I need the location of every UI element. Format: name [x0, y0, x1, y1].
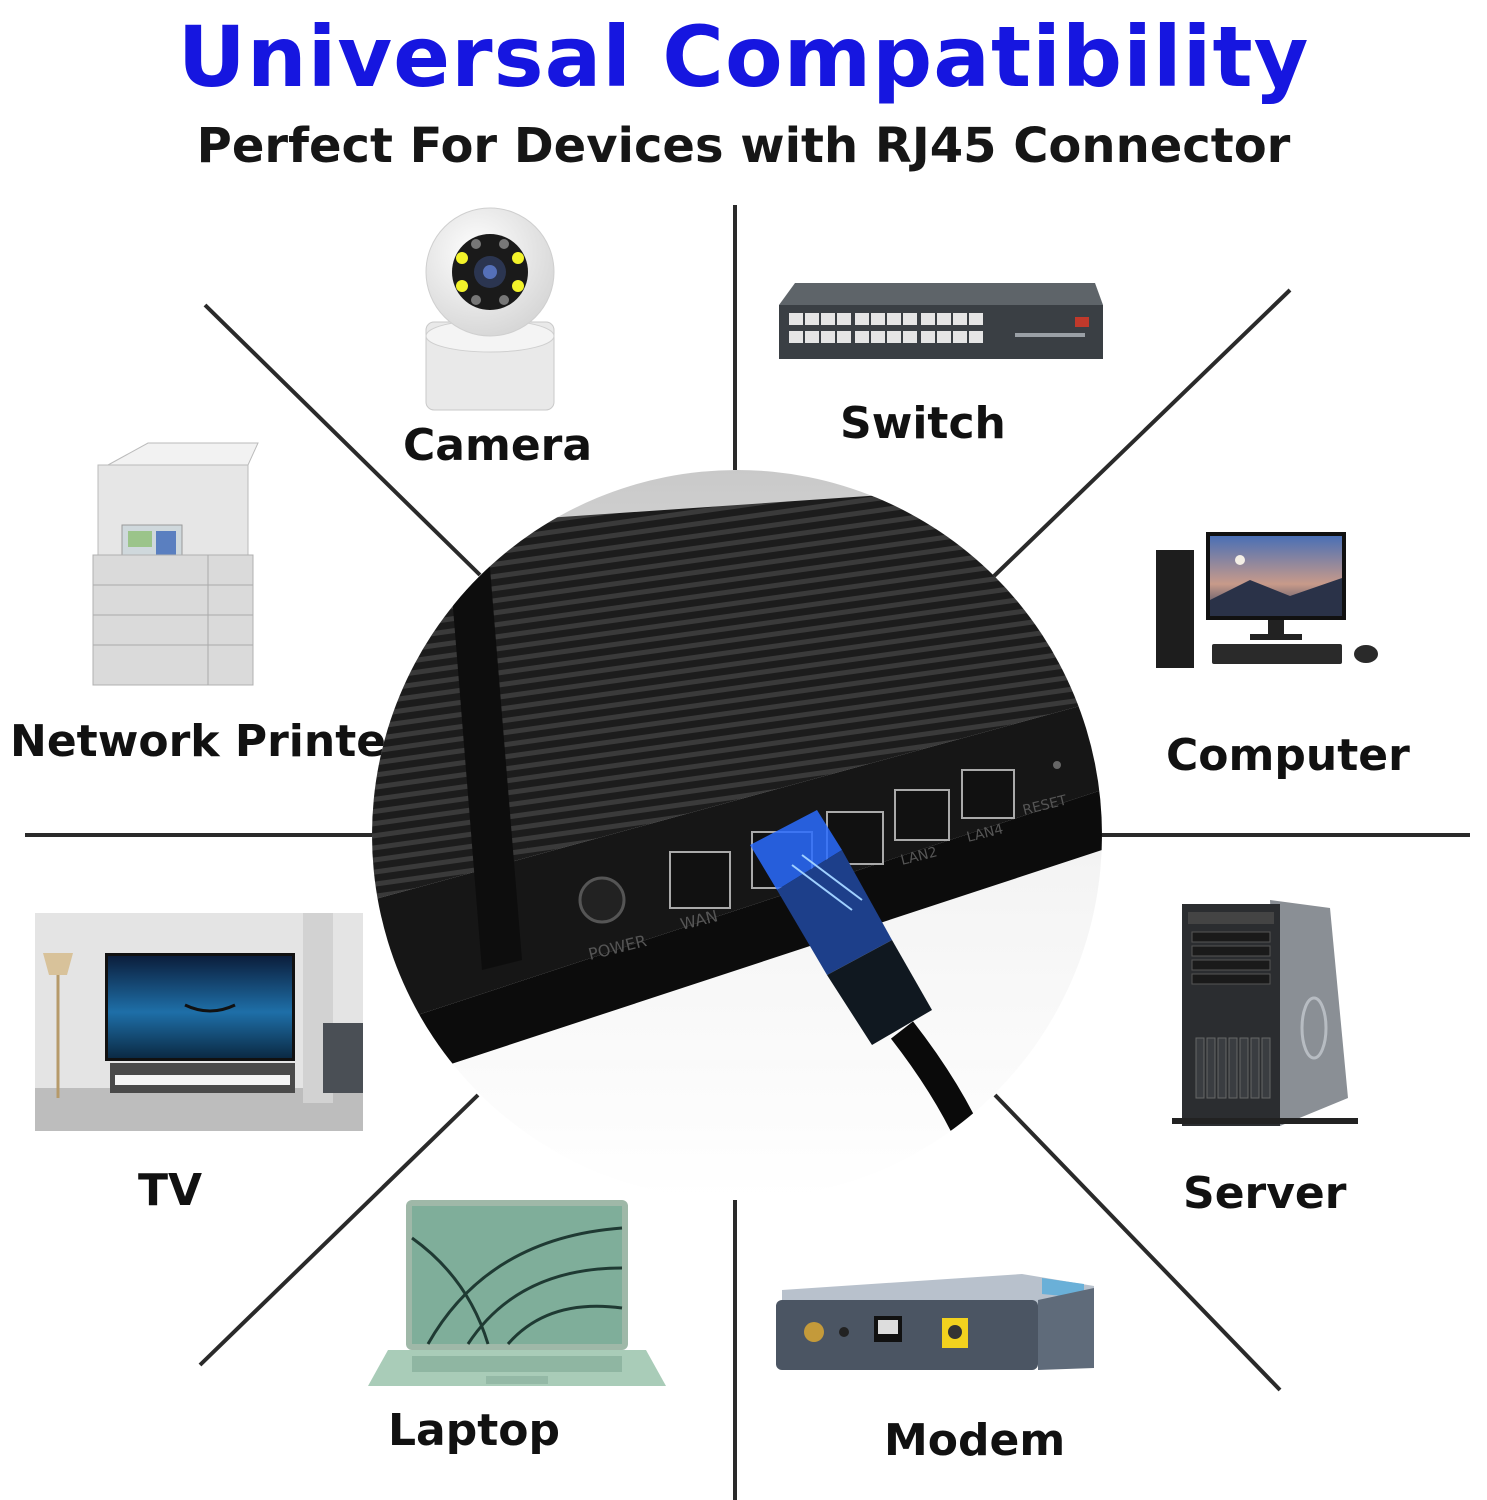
modem-label: Modem	[884, 1415, 1066, 1466]
server-label: Server	[1183, 1168, 1347, 1219]
camera-icon	[425, 207, 555, 411]
page-subtitle: Perfect For Devices with RJ45 Connector	[196, 118, 1291, 174]
server-icon	[1172, 900, 1358, 1126]
divider-bottom-left	[198, 1093, 480, 1367]
laptop-label: Laptop	[388, 1405, 560, 1456]
computer-label: Computer	[1166, 730, 1410, 781]
page-title: Universal Compatibility	[177, 8, 1310, 106]
camera-label: Camera	[403, 420, 593, 471]
tv-icon	[35, 913, 363, 1131]
computer-icon	[1156, 532, 1378, 668]
divider-bottom-right	[993, 1093, 1282, 1392]
printer-icon	[92, 442, 259, 686]
network-switch-icon	[779, 283, 1103, 359]
router-closeup-photo: POWER WAN LAN2 LAN4 RESET	[372, 470, 1102, 1200]
modem-icon	[776, 1274, 1094, 1370]
tv-label: TV	[138, 1165, 203, 1216]
ethernet-cable-plug	[750, 810, 1006, 1200]
divider-top-left	[203, 303, 482, 577]
network-printer-label: Network Printer	[10, 716, 408, 767]
switch-label: Switch	[840, 398, 1006, 449]
laptop-icon	[368, 1200, 666, 1386]
divider-top-right	[990, 288, 1292, 580]
